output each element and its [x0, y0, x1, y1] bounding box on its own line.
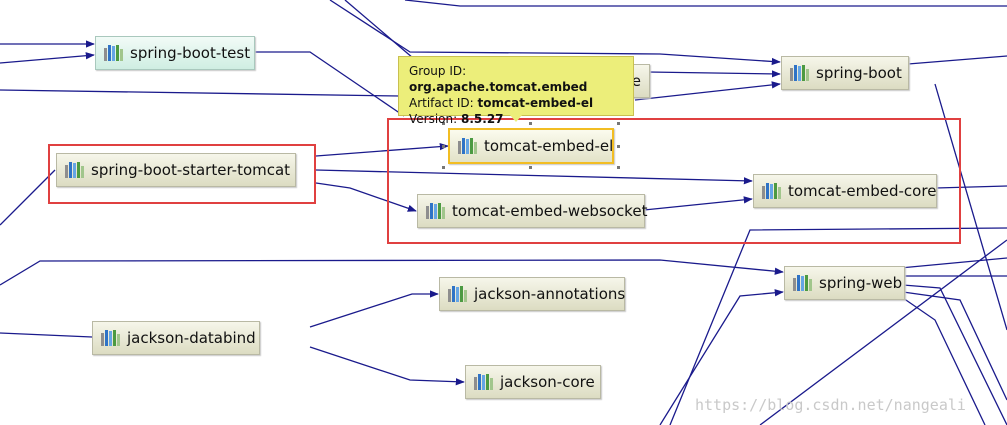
jar-library-icon — [458, 138, 478, 154]
edge — [0, 89, 401, 97]
edge — [634, 81, 781, 101]
node-jackson-annotations[interactable]: jackson-annotations — [439, 277, 625, 311]
edge — [0, 259, 784, 286]
selection-handle[interactable] — [617, 122, 620, 125]
node-tomcat-embed-core[interactable]: tomcat-embed-core — [753, 174, 937, 208]
node-label: spring-web — [819, 274, 903, 292]
node-tomcat-embed-el[interactable]: tomcat-embed-el — [448, 128, 614, 164]
node-label: tomcat-embed-websocket — [452, 202, 648, 220]
edge — [659, 289, 784, 425]
edge — [309, 346, 465, 386]
jar-library-icon — [474, 374, 494, 390]
edge — [643, 196, 753, 211]
selection-handle[interactable] — [442, 122, 445, 125]
jar-library-icon — [426, 203, 446, 219]
tooltip-artifact-value: tomcat-embed-el — [477, 96, 594, 110]
edge — [344, 0, 421, 65]
jar-library-icon — [762, 183, 782, 199]
edge — [315, 142, 449, 157]
edge — [899, 257, 1007, 269]
edge — [0, 169, 56, 226]
node-label: tomcat-embed-el — [484, 137, 614, 155]
jar-library-icon — [793, 275, 813, 291]
tooltip-group-row: Group ID: org.apache.tomcat.embed — [409, 63, 623, 95]
node-label: spring-boot-starter-tomcat — [91, 161, 291, 179]
selection-handle[interactable] — [529, 122, 532, 125]
edge — [0, 52, 95, 64]
node-jackson-core[interactable]: jackson-core — [465, 365, 601, 399]
node-label: spring-boot — [816, 64, 902, 82]
selection-handle[interactable] — [529, 166, 532, 169]
edge — [329, 0, 781, 66]
edge — [907, 55, 1007, 65]
tooltip-group-label: Group ID: — [409, 64, 467, 78]
edge — [902, 291, 1007, 401]
artifact-tooltip: Group ID: org.apache.tomcat.embed Artifa… — [398, 56, 634, 126]
edge — [255, 51, 405, 117]
jar-library-icon — [448, 286, 468, 302]
edge — [647, 70, 781, 78]
node-spring-boot-starter-tomcat[interactable]: spring-boot-starter-tomcat — [56, 153, 296, 187]
highlight-box-tomcat-embed — [387, 118, 961, 244]
edge — [404, 0, 1007, 7]
node-tomcat-embed-websocket[interactable]: tomcat-embed-websocket — [417, 194, 648, 228]
edge — [935, 185, 1007, 189]
node-label: jackson-annotations — [474, 285, 626, 303]
jar-library-icon — [104, 45, 124, 61]
edge — [309, 290, 439, 328]
tooltip-version-row: Version: 8.5.27 — [409, 111, 623, 127]
edge — [902, 284, 1007, 425]
selection-handle[interactable] — [442, 145, 445, 148]
jar-library-icon — [790, 65, 810, 81]
node-jackson-databind[interactable]: jackson-databind — [92, 321, 260, 355]
watermark: https://blog.csdn.net/nangeali — [695, 396, 966, 414]
node-spring-web[interactable]: spring-web — [784, 266, 905, 300]
tooltip-version-label: Version: — [409, 112, 458, 126]
edge — [315, 182, 417, 212]
selection-handle[interactable] — [617, 145, 620, 148]
node-label: tomcat-embed-core — [788, 182, 937, 200]
tooltip-artifact-label: Artifact ID: — [409, 96, 474, 110]
tooltip-pointer — [510, 115, 522, 122]
node-label: jackson-databind — [127, 329, 256, 347]
tooltip-version-value: 8.5.27 — [461, 112, 504, 126]
node-label: jackson-core — [500, 373, 595, 391]
node-label: spring-boot-test — [130, 44, 251, 62]
edge — [934, 83, 1007, 331]
selection-handle[interactable] — [442, 166, 445, 169]
jar-library-icon — [65, 162, 85, 178]
edge — [902, 297, 986, 425]
edge — [669, 227, 1007, 425]
jar-library-icon — [101, 330, 121, 346]
edge — [0, 332, 93, 338]
highlight-box-starter-tomcat — [48, 144, 316, 204]
tooltip-group-value: org.apache.tomcat.embed — [409, 80, 588, 94]
selection-handle[interactable] — [617, 166, 620, 169]
node-spring-boot[interactable]: spring-boot — [781, 56, 909, 90]
tooltip-artifact-row: Artifact ID: tomcat-embed-el — [409, 95, 623, 111]
edge — [759, 239, 1007, 425]
node-spring-boot-test[interactable]: spring-boot-test — [95, 36, 255, 70]
